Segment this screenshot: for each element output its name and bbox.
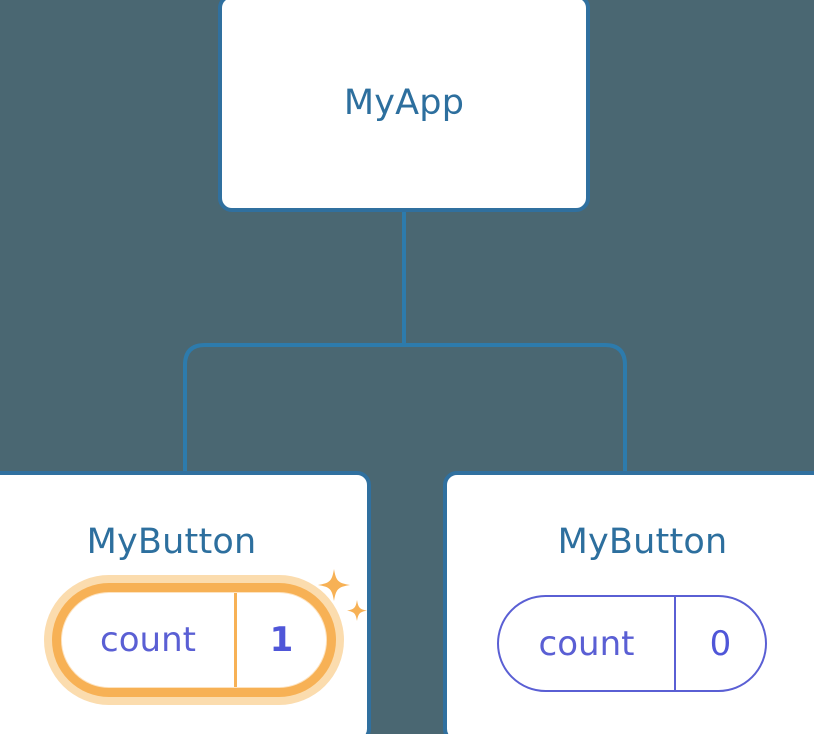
node-title-mybutton-right: MyButton	[557, 522, 728, 562]
node-card-myapp[interactable]: MyApp	[218, 0, 590, 212]
prop-name-label-right: count	[538, 623, 635, 664]
prop-pill-highlight-wrap-left: count 1	[44, 575, 344, 705]
prop-name-cell-left: count	[62, 593, 237, 687]
connector-branch-right	[404, 343, 627, 473]
connector-branch-left	[183, 343, 404, 473]
node-body-left: MyButton count 1	[0, 475, 367, 734]
sparkle-small-icon	[347, 600, 367, 621]
prop-value-label-left: 1	[269, 620, 294, 660]
prop-value-cell-right: 0	[676, 597, 765, 690]
prop-pill-right[interactable]: count 0	[497, 595, 767, 692]
node-card-mybutton-left[interactable]: MyButton count 1	[0, 471, 371, 734]
node-card-mybutton-right[interactable]: MyButton count 0	[443, 471, 814, 734]
prop-value-label-right: 0	[709, 623, 732, 664]
node-body-right: MyButton count 0	[447, 475, 814, 734]
prop-value-cell-left: 1	[237, 593, 326, 687]
prop-name-cell-right: count	[499, 597, 676, 690]
node-title-myapp: MyApp	[343, 83, 465, 123]
prop-name-label-left: count	[100, 620, 196, 660]
prop-pill-left[interactable]: count 1	[61, 592, 327, 688]
node-title-mybutton-left: MyButton	[86, 522, 257, 562]
